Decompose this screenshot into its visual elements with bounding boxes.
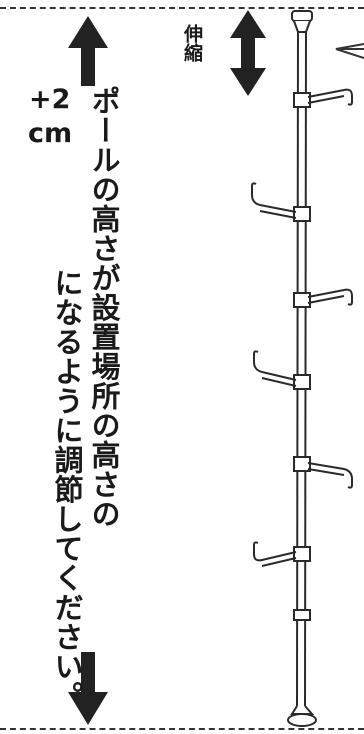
ceiling-dashed-line [0,7,364,9]
expand-contract-label: 伸縮 [181,24,203,62]
pole-with-hooks-icon [251,10,353,727]
height-offset-value: +2 [29,84,71,115]
arrow-left-icon [335,43,364,59]
floor-dashed-line [0,728,364,730]
instruction-text-main: ポールの高さが設置場所の高さの [87,86,121,529]
height-offset-unit: cm [28,118,73,149]
double-arrow-vertical-icon [230,10,266,96]
arrow-up-icon [68,16,108,86]
arrow-down-icon [68,652,108,725]
instruction-text-sub: になるように調節してください。 [50,268,84,711]
